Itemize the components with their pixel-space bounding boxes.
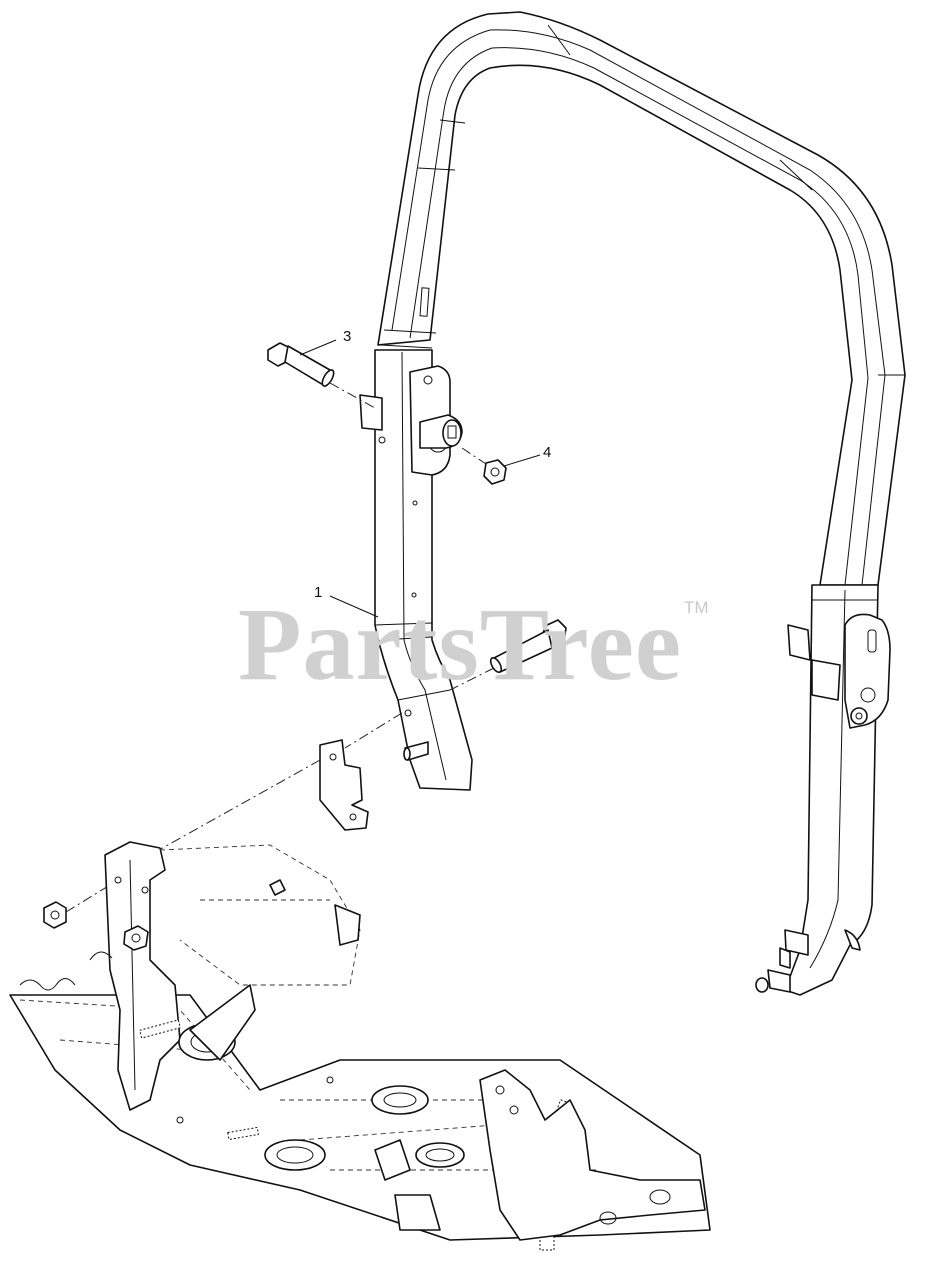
- watermark-trademark: TM: [684, 598, 709, 617]
- roll-bar-icon: [359, 11, 906, 996]
- leader-3: [299, 339, 337, 356]
- callout-1: 1: [314, 584, 323, 601]
- spacer-plate-icon: [149, 712, 403, 856]
- bolt-icon-lower: [449, 619, 567, 691]
- nut-icon: [461, 447, 507, 485]
- watermark-brand: PartsTree: [238, 587, 683, 702]
- bolt-icon: [267, 342, 376, 409]
- leader-1: [329, 595, 379, 618]
- leader-4: [503, 454, 541, 467]
- nut-icon-frame: [43, 884, 111, 929]
- callout-leaders: [299, 339, 541, 618]
- callout-3: 3: [343, 328, 352, 345]
- callout-4: 4: [543, 444, 552, 461]
- frame-icon: [9, 841, 711, 1251]
